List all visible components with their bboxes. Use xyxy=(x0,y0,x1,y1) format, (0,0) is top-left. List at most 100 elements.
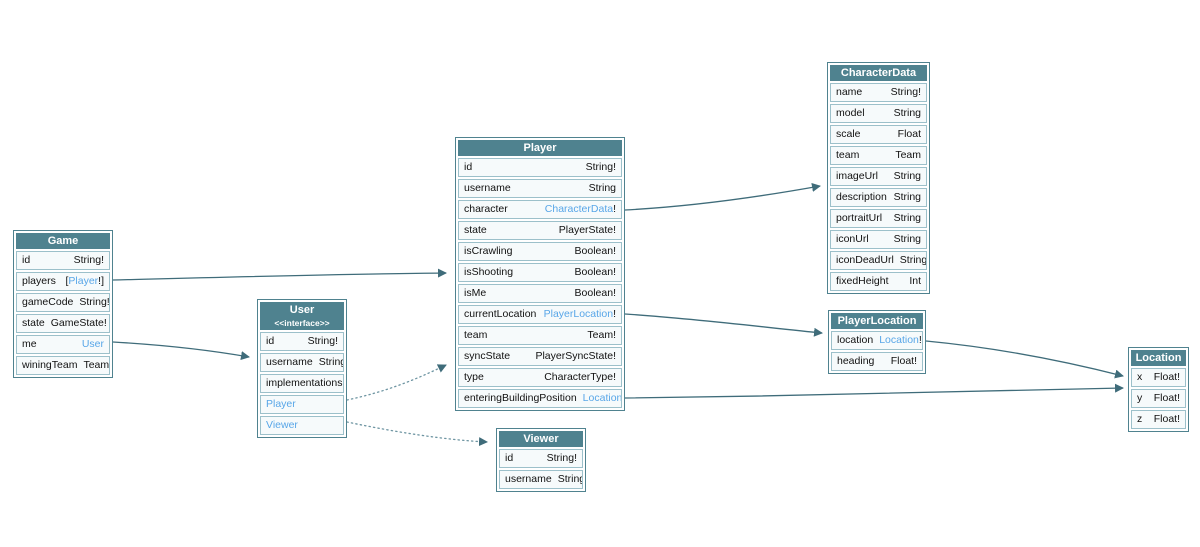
field-type: String! xyxy=(74,252,104,269)
type-link[interactable]: Location xyxy=(879,334,919,346)
type-link[interactable]: Location xyxy=(582,392,622,404)
field-row-user-Player[interactable]: Player xyxy=(260,395,344,414)
table-title: Game xyxy=(47,235,79,247)
field-name: location xyxy=(837,334,874,346)
field-name: y xyxy=(1137,392,1143,404)
edge-user-viewer-implementation xyxy=(346,421,488,447)
field-type: String! xyxy=(308,333,338,350)
type-text: Int xyxy=(909,275,921,287)
field-name: iconUrl xyxy=(836,233,869,245)
field-name: model xyxy=(836,107,865,119)
field-name: id xyxy=(266,335,275,347)
field-row-characterdata-iconUrl[interactable]: iconUrl String xyxy=(830,230,927,249)
field-name-link[interactable]: Player xyxy=(266,398,296,410)
field-type: String xyxy=(589,180,616,197)
field-row-user-implementations[interactable]: implementations xyxy=(260,374,344,393)
type-text: String! xyxy=(890,86,921,98)
field-row-user-username[interactable]: username String xyxy=(260,353,344,372)
table-subtitle: <<interface>> xyxy=(274,318,330,328)
table-title: Player xyxy=(523,142,557,154)
field-name: portraitUrl xyxy=(836,212,883,224)
field-type: Float! xyxy=(1154,369,1180,386)
type-text: String xyxy=(893,170,921,182)
field-name-link[interactable]: Viewer xyxy=(266,419,298,431)
type-link[interactable]: PlayerLocation xyxy=(543,308,614,320)
table-header-user[interactable]: User<<interface>> xyxy=(260,302,344,330)
table-header-viewer[interactable]: Viewer xyxy=(499,431,583,447)
type-text: Team! xyxy=(587,329,616,341)
field-row-player-currentLocation[interactable]: currentLocation PlayerLocation! xyxy=(458,305,622,324)
type-text: Boolean! xyxy=(574,287,616,299)
field-name: implementations xyxy=(266,377,343,389)
type-text: String xyxy=(318,356,344,368)
type-text: GameState! xyxy=(50,317,107,329)
field-row-player-enteringBuildingPosition[interactable]: enteringBuildingPosition Location xyxy=(458,389,622,408)
field-row-characterdata-description[interactable]: description String xyxy=(830,188,927,207)
field-name: description xyxy=(836,191,887,203)
field-type: String xyxy=(894,105,921,122)
table-header-characterdata[interactable]: CharacterData xyxy=(830,65,927,81)
field-type: String xyxy=(894,168,921,185)
table-header-game[interactable]: Game xyxy=(16,233,110,249)
type-link[interactable]: Player xyxy=(68,275,99,287)
field-name: winingTeam xyxy=(22,359,78,371)
field-name: enteringBuildingPosition xyxy=(464,392,577,404)
field-row-user-Viewer[interactable]: Viewer xyxy=(260,416,344,435)
field-name: team xyxy=(836,149,860,161)
field-type: String xyxy=(894,231,921,248)
type-text: String! xyxy=(73,254,104,266)
field-row-game-players[interactable]: players[Player!] xyxy=(16,272,110,291)
table-title: Location xyxy=(1135,352,1182,364)
type-link[interactable]: CharacterData xyxy=(544,203,614,215)
field-type: String! xyxy=(586,159,616,176)
table-header-location[interactable]: Location xyxy=(1131,350,1186,366)
type-link[interactable]: User xyxy=(81,338,104,350)
field-name: imageUrl xyxy=(836,170,879,182)
field-type: PlayerSyncState! xyxy=(535,348,616,365)
field-type: String xyxy=(318,354,344,371)
field-row-user-id[interactable]: id String! xyxy=(260,332,344,351)
field-type: String! xyxy=(891,84,921,101)
field-row-characterdata-model[interactable]: model String xyxy=(830,104,927,123)
table-header-playerlocation[interactable]: PlayerLocation xyxy=(831,313,923,329)
field-type: String xyxy=(894,189,921,206)
field-name: gameCode xyxy=(22,296,74,308)
type-text: String xyxy=(588,182,616,194)
field-name: username xyxy=(266,356,313,368)
table-header-player[interactable]: Player xyxy=(458,140,622,156)
field-row-characterdata-imageUrl[interactable]: imageUrl String xyxy=(830,167,927,186)
field-name: currentLocation xyxy=(464,308,537,320)
field-type: PlayerLocation! xyxy=(544,306,616,323)
